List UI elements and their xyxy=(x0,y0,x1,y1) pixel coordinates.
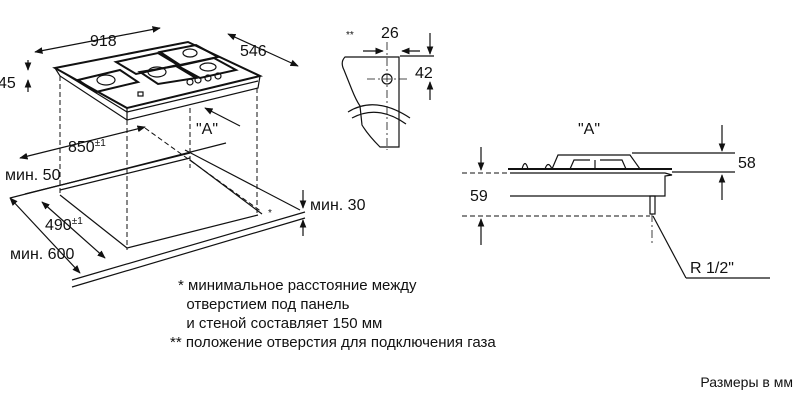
gas-connection-detail: ** 26 42 xyxy=(341,25,434,150)
gas-detail-marker: ** xyxy=(346,30,354,41)
connection-thread-label: R 1/2" xyxy=(690,260,734,277)
side-view: "A" 58 59 R 1/2" xyxy=(462,121,770,279)
min-counter-depth-label: мин. 600 xyxy=(10,246,74,263)
height-label: 45 xyxy=(0,75,16,92)
depth-label: 546 xyxy=(240,43,267,60)
cutout-width-label: 850±1 xyxy=(68,138,106,156)
cutout-depth-label: 490±1 xyxy=(45,216,83,234)
burner-grates xyxy=(75,43,239,97)
min-front-label: мин. 50 xyxy=(5,167,61,184)
units-label: Размеры в мм xyxy=(700,374,793,390)
note-line-1: * минимальное расстояние между xyxy=(178,277,417,294)
gas-offset-y-label: 42 xyxy=(415,65,433,82)
min-counter-thickness-label: мин. 30 xyxy=(310,197,366,214)
dimension-lines xyxy=(9,26,307,274)
height-below-label: 59 xyxy=(470,188,488,205)
height-above-label: 58 xyxy=(738,155,756,172)
countertop xyxy=(9,142,306,288)
gas-offset-x-label: 26 xyxy=(381,25,399,42)
asterisk-marker: * xyxy=(268,208,272,219)
view-a-marker: "A" xyxy=(196,121,218,138)
hob-isometric xyxy=(52,40,263,250)
width-label: 918 xyxy=(90,33,117,50)
note-line-2: отверстием под панель xyxy=(178,296,350,313)
note-line-3: и стеной составляет 150 мм xyxy=(178,315,383,332)
note-line-4: ** положение отверстия для подключения г… xyxy=(170,334,496,351)
side-view-title: "A" xyxy=(578,121,600,138)
